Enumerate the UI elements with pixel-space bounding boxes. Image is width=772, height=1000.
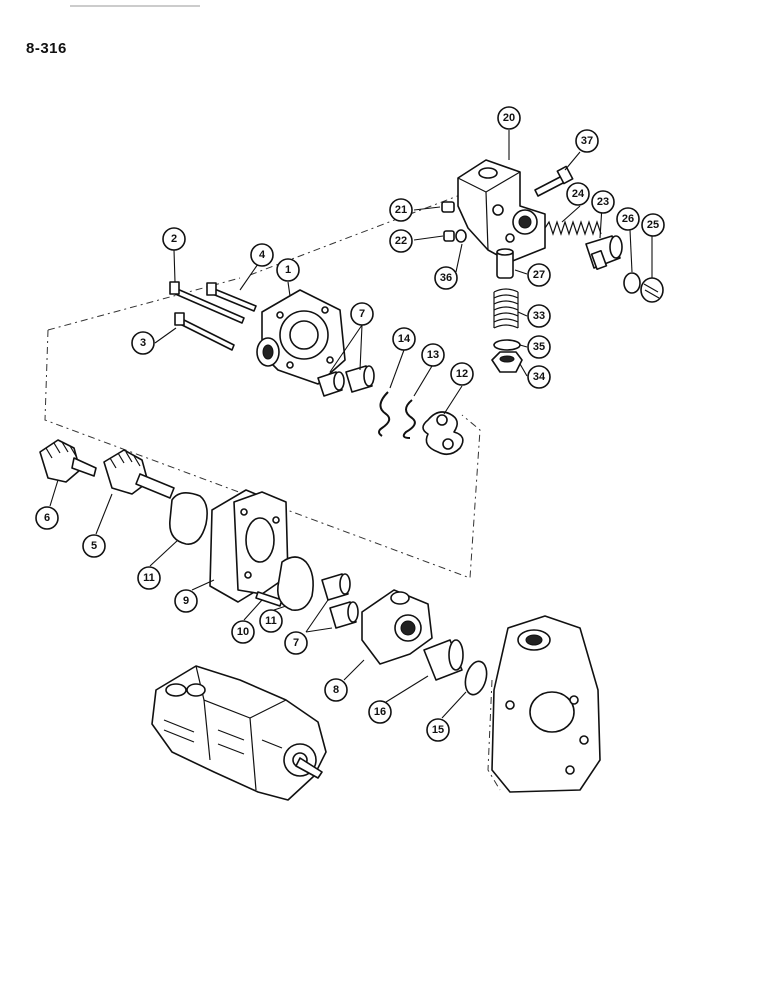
callout-25: 25 xyxy=(641,213,665,237)
assembled-pump-illustration xyxy=(151,665,327,801)
mounting-housing-part xyxy=(491,615,601,793)
hex-nut-part xyxy=(491,351,523,373)
bolt-part xyxy=(206,282,257,312)
drive-gear-part xyxy=(39,439,97,483)
svg-text:33: 33 xyxy=(533,310,545,322)
svg-text:3: 3 xyxy=(140,337,146,349)
svg-text:20: 20 xyxy=(503,112,515,124)
svg-text:25: 25 xyxy=(647,219,659,231)
svg-text:21: 21 xyxy=(395,204,407,216)
poppet-valve-part xyxy=(496,248,514,279)
svg-text:9: 9 xyxy=(183,595,189,607)
o-ring-part xyxy=(169,492,208,545)
callout-10: 10 xyxy=(231,620,255,644)
callout-4: 4 xyxy=(250,243,274,267)
callout-36: 36 xyxy=(434,266,458,290)
rear-housing-part xyxy=(361,589,433,665)
svg-text:37: 37 xyxy=(581,135,593,147)
spool-part xyxy=(585,235,623,271)
svg-text:11: 11 xyxy=(265,615,277,627)
callout-6: 6 xyxy=(35,506,59,530)
leader-lines xyxy=(49,130,653,719)
callout-3: 3 xyxy=(131,331,155,355)
callout-22: 22 xyxy=(389,229,413,253)
seal-part xyxy=(378,391,391,437)
page-number: 8-316 xyxy=(26,40,67,57)
callout-37: 37 xyxy=(575,129,599,153)
callout-9: 9 xyxy=(174,589,198,613)
callout-15: 15 xyxy=(426,718,450,742)
svg-text:1: 1 xyxy=(285,264,291,276)
svg-text:8: 8 xyxy=(333,684,339,696)
seal-part xyxy=(402,399,416,439)
callout-26: 26 xyxy=(616,207,640,231)
wear-plate-part xyxy=(422,411,464,456)
svg-text:15: 15 xyxy=(432,724,444,736)
o-ring-part xyxy=(623,272,641,294)
callout-12: 12 xyxy=(450,362,474,386)
driven-gear-part xyxy=(103,449,175,499)
callout-7-upper: 7 xyxy=(350,302,374,326)
svg-text:26: 26 xyxy=(622,213,634,225)
callout-34: 34 xyxy=(527,365,551,389)
bushing-part xyxy=(329,601,359,629)
o-ring-part xyxy=(276,556,314,612)
callout-11-mid: 11 xyxy=(259,609,283,633)
svg-text:23: 23 xyxy=(597,196,609,208)
callout-35: 35 xyxy=(527,335,551,359)
callout-7-lower: 7 xyxy=(284,631,308,655)
svg-text:7: 7 xyxy=(293,637,299,649)
bushing-part xyxy=(317,371,345,397)
callout-21: 21 xyxy=(389,198,413,222)
svg-text:22: 22 xyxy=(395,235,407,247)
callout-8: 8 xyxy=(324,678,348,702)
callout-5: 5 xyxy=(82,534,106,558)
svg-text:7: 7 xyxy=(359,308,365,320)
plug-part xyxy=(441,201,467,243)
bolt-part xyxy=(169,281,245,324)
callout-11-left: 11 xyxy=(137,566,161,590)
svg-text:36: 36 xyxy=(440,272,452,284)
svg-text:4: 4 xyxy=(259,249,266,261)
callout-20: 20 xyxy=(497,106,521,130)
svg-text:16: 16 xyxy=(374,706,386,718)
callout-16: 16 xyxy=(368,700,392,724)
svg-text:5: 5 xyxy=(91,540,97,552)
spring-part xyxy=(493,288,519,329)
mount-outline-dashed xyxy=(487,679,501,791)
dowel-pin-part xyxy=(255,591,283,607)
callout-27: 27 xyxy=(527,263,551,287)
o-ring-part xyxy=(493,339,521,351)
callout-33: 33 xyxy=(527,304,551,328)
svg-text:13: 13 xyxy=(427,349,439,361)
bolt-part xyxy=(174,312,235,351)
svg-text:12: 12 xyxy=(456,368,468,380)
sleeve-part xyxy=(423,639,464,681)
svg-text:6: 6 xyxy=(44,512,50,524)
o-ring-part xyxy=(464,660,488,696)
valve-body-part xyxy=(457,159,546,263)
bushing-part xyxy=(321,573,351,601)
svg-text:27: 27 xyxy=(533,269,545,281)
callout-24: 24 xyxy=(566,182,590,206)
bushing-part xyxy=(345,365,375,393)
callout-14: 14 xyxy=(392,327,416,351)
svg-text:14: 14 xyxy=(398,333,411,345)
callout-13: 13 xyxy=(421,343,445,367)
spring-part xyxy=(544,220,602,236)
svg-text:10: 10 xyxy=(237,626,249,638)
pump-cover-part xyxy=(256,289,346,385)
gear-housing-part xyxy=(209,489,289,603)
callout-23: 23 xyxy=(591,190,615,214)
callout-2: 2 xyxy=(162,227,186,251)
svg-text:11: 11 xyxy=(143,572,155,584)
svg-text:34: 34 xyxy=(533,371,546,383)
cap-screw-part xyxy=(534,165,574,197)
plug-cap-part xyxy=(640,277,664,303)
svg-text:2: 2 xyxy=(171,233,177,245)
callout-1: 1 xyxy=(276,258,300,282)
svg-text:35: 35 xyxy=(533,341,545,353)
svg-text:24: 24 xyxy=(572,188,585,200)
